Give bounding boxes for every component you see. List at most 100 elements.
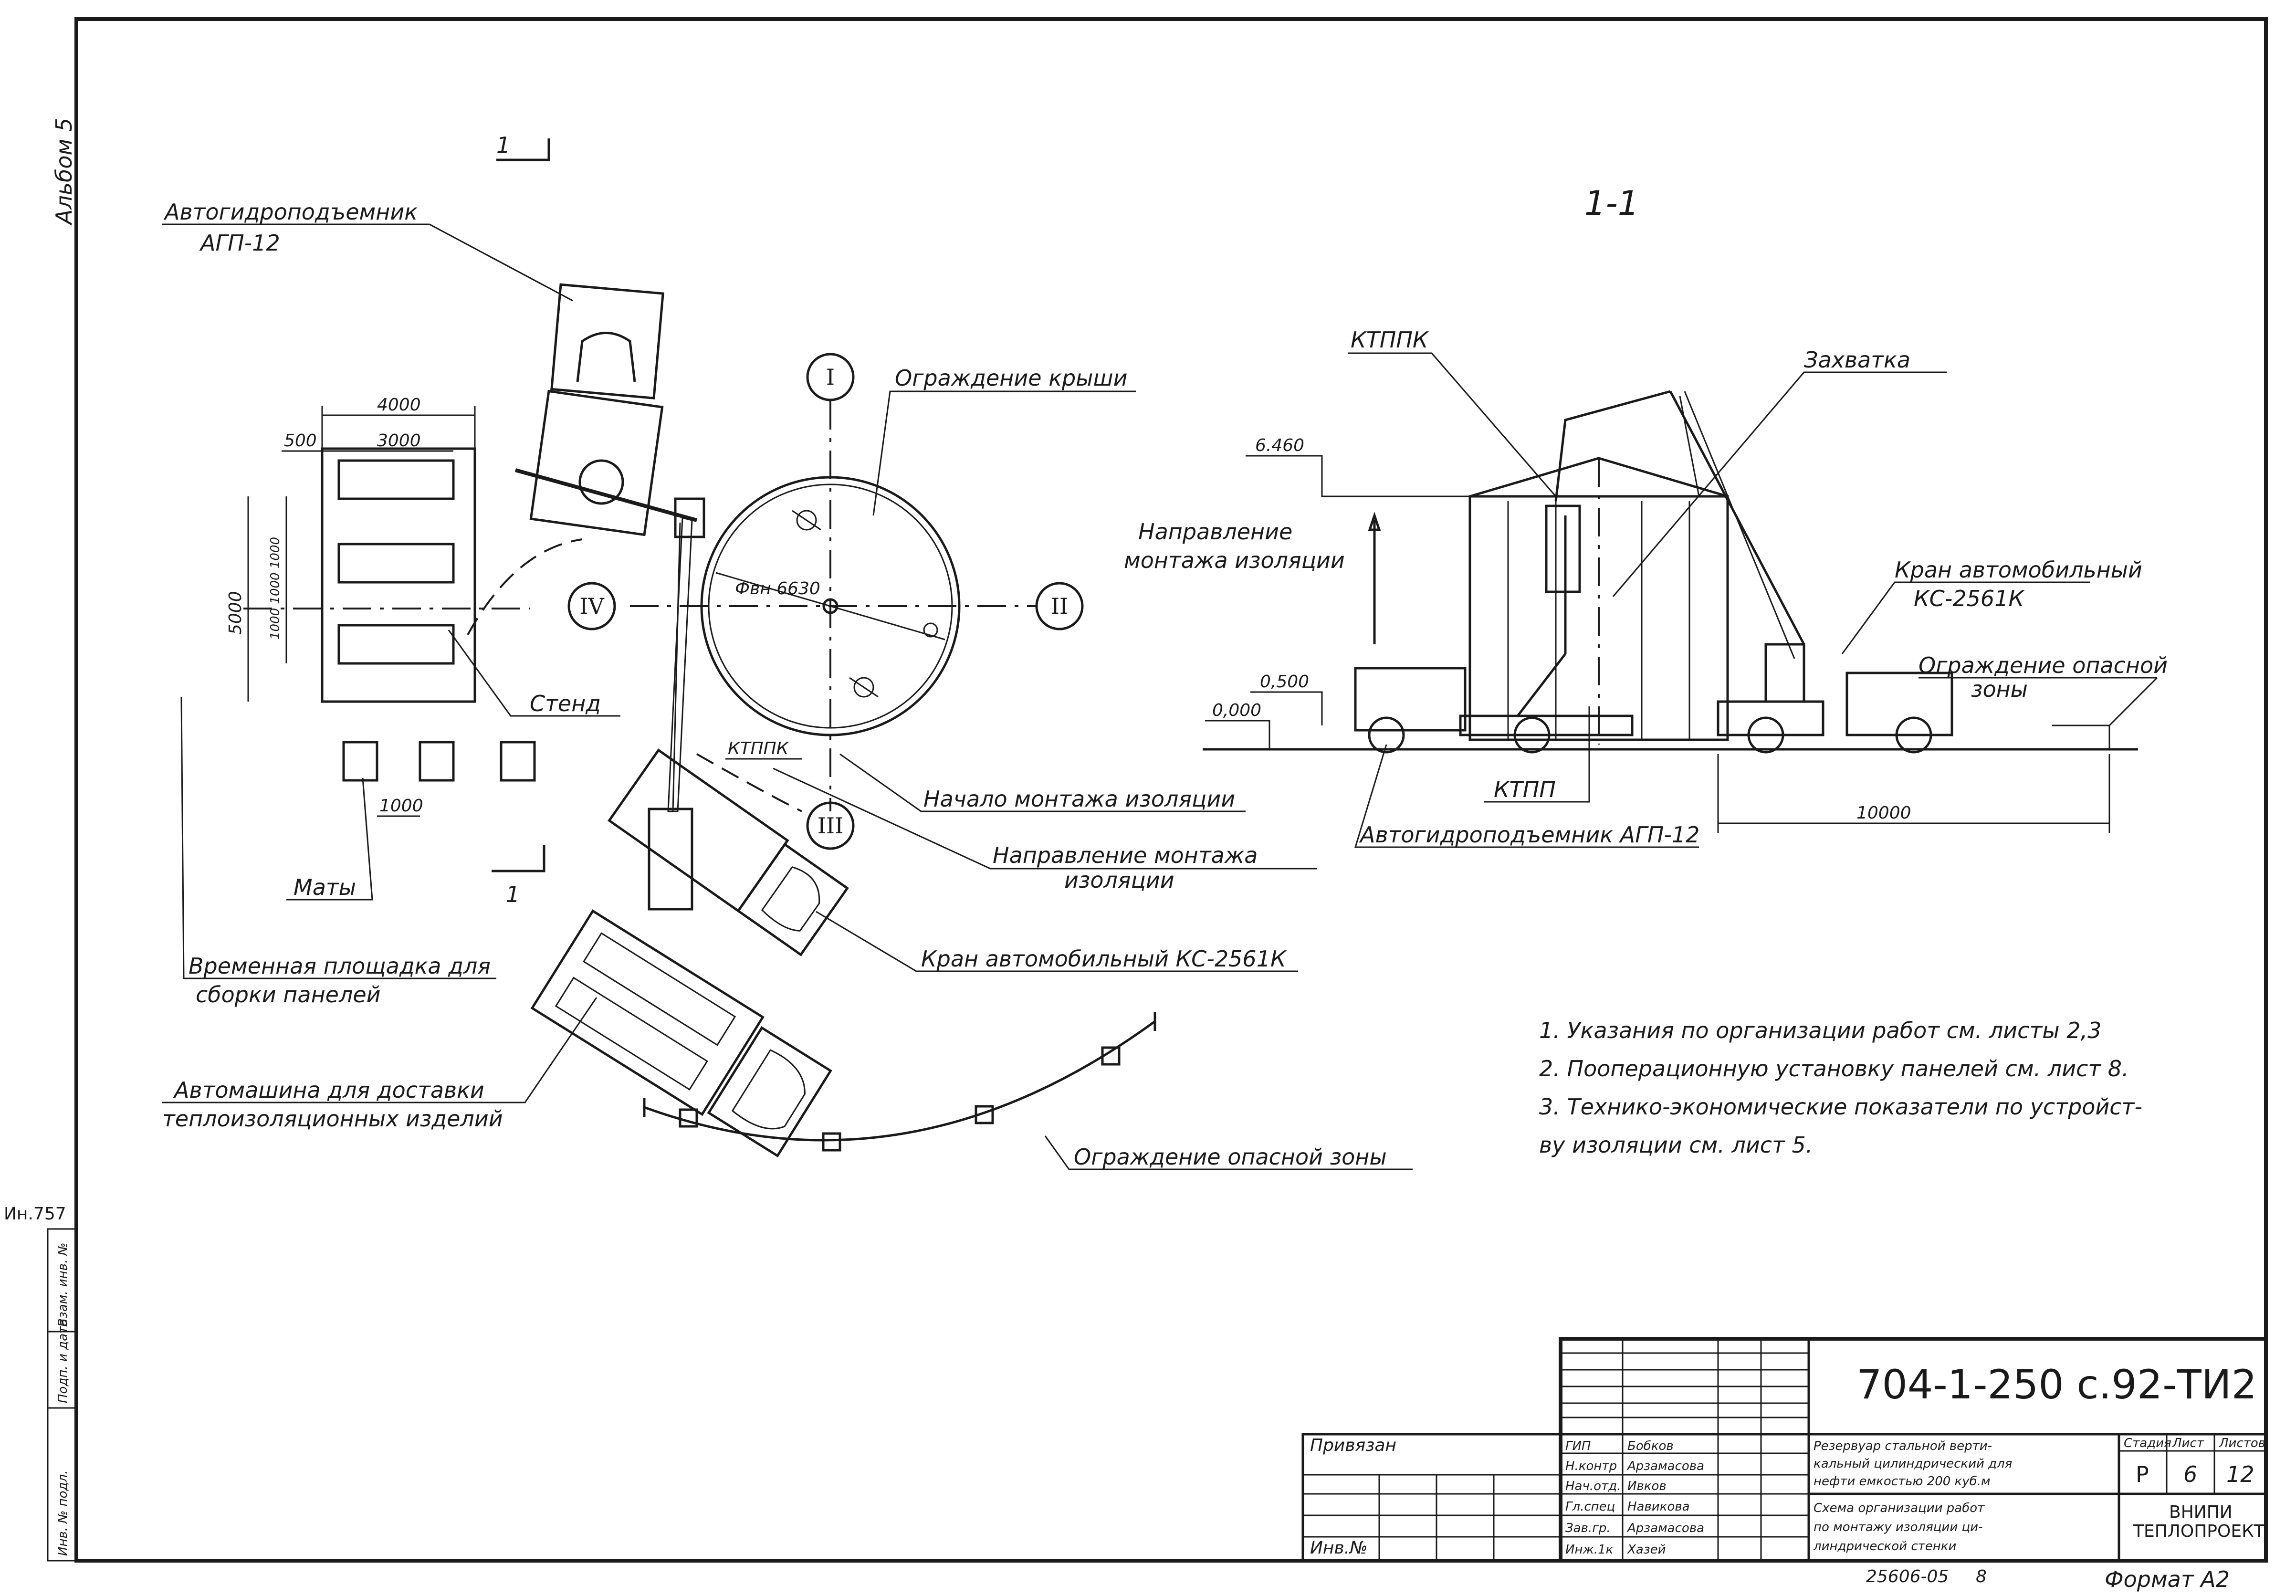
section-lift-label: Автогидроподъемник АГП-12 [1359, 822, 1699, 848]
role-2: Н.контр [1565, 1459, 1617, 1473]
assembly-stand: 4000 500 3000 5000 1000 1000 1000 [226, 395, 530, 703]
roof-fence-label: Ограждение крыши [895, 365, 1128, 391]
inv-label: Инв.№ [1310, 1538, 1368, 1558]
axis-iv: IV [579, 593, 604, 619]
lift-model: АГП-12 [199, 230, 280, 256]
section-crane-truck [1554, 390, 1953, 754]
grip-label: Захватка [1804, 347, 1910, 373]
temp-platform-label-1: Временная площадка для [189, 953, 491, 979]
name-2: Арзамасова [1626, 1459, 1704, 1473]
delivery-truck-label-2: теплоизоляционных изделий [162, 1106, 503, 1132]
start-insulation-label: Начало монтажа изоляции [923, 786, 1235, 812]
dim-500: 500 [284, 431, 317, 451]
object-line-3: нефти емкостью 200 куб.м [1814, 1474, 1991, 1489]
section-crane-label-1: Кран автомобильный [1895, 557, 2142, 583]
section-crane-label-2: КС-2561К [1914, 586, 2025, 611]
name-6: Хазей [1626, 1543, 1666, 1557]
crane-counterweight [648, 808, 693, 911]
sheets-value: 12 [2226, 1461, 2254, 1487]
tank-plan: Фвн 6630 [630, 401, 1036, 811]
section-view: 1-1 [1124, 184, 2168, 848]
danger-fence-label: Ограждение опасной зоны [1074, 1144, 1387, 1170]
plan-view: 1 1 Автогидроподъемник АГП-12 [162, 132, 1413, 1170]
side-stamp-cell-1: Взам. инв. № [56, 1242, 70, 1327]
section-mark-bottom: 1 [506, 882, 520, 907]
dim-rows: 1000 1000 1000 [268, 537, 283, 640]
bound-label: Привязан [1310, 1436, 1396, 1455]
name-3: Ивков [1627, 1479, 1667, 1493]
direction-label-2: изоляции [1064, 867, 1174, 893]
stage-header: Стадия [2124, 1436, 2171, 1450]
copy-number: 25606-05 [1866, 1567, 1949, 1586]
sheets-header: Листов [2219, 1436, 2265, 1450]
album-label: Альбом 5 [51, 118, 77, 226]
name-5: Арзамасова [1626, 1521, 1704, 1535]
crane-label: Кран автомобильный КС-2561К [921, 946, 1287, 972]
name-4: Навикова [1627, 1500, 1690, 1514]
org-line-1: ВНИПИ [2169, 1502, 2233, 1522]
axis-i: I [826, 364, 835, 390]
inventory-number: Ин.757 [4, 1204, 66, 1224]
elev-zero: 0,000 [1212, 701, 1261, 720]
object-line-2: кальный цилиндрический для [1814, 1457, 2012, 1471]
section-ktppk: КТППК [1351, 327, 1429, 353]
axis-iii: III [818, 813, 844, 839]
role-5: Зав.гр. [1565, 1521, 1611, 1535]
elev-top: 6.460 [1255, 436, 1304, 455]
danger-fence-plan [643, 1012, 1156, 1152]
notes: 1. Указания по организации работ см. лис… [1539, 1018, 2142, 1158]
sheet-title-line-3: линдрической стенки [1813, 1539, 1956, 1554]
delivery-truck-label-1: Автомашина для доставки [173, 1077, 484, 1103]
object-line-1: Резервуар стальной верти- [1814, 1439, 1992, 1453]
section-mark-top: 1 [496, 132, 510, 158]
role-4: Гл.спец [1565, 1500, 1615, 1514]
sheet-title-line-2: по монтажу изоляции ци- [1814, 1520, 1982, 1534]
lift-label: Автогидроподъемник [163, 199, 418, 225]
note-1: 1. Указания по организации работ см. лис… [1539, 1018, 2101, 1043]
sheet-header: Лист [2172, 1436, 2204, 1450]
role-1: ГИП [1565, 1439, 1591, 1453]
side-stamp-cell-3: Инв. № подл. [56, 1470, 70, 1556]
dim-height: 5000 [226, 591, 245, 635]
mats-label: Маты [294, 874, 356, 900]
mats: 1000 [342, 741, 536, 817]
note-2: 2. Пооперационную установку панелей см. … [1539, 1056, 2129, 1082]
section-danger-label-2: зоны [1971, 676, 2028, 702]
name-1: Бобков [1627, 1439, 1674, 1453]
lift-vehicle [514, 283, 705, 538]
role-3: Нач.отд. [1565, 1479, 1621, 1493]
direction-label-1: Направление монтажа [993, 842, 1258, 868]
crane-truck [608, 748, 849, 956]
dim-3000: 3000 [377, 431, 421, 451]
role-6: Инж.1к [1565, 1543, 1614, 1557]
sheet-title-line-1: Схема организации работ [1814, 1501, 1985, 1515]
title-block: Привязан Инв.№ ГИП Н.контр Нач.отд. Гл.с… [1301, 1337, 2268, 1592]
plan-ktppk: КТППК [728, 739, 789, 758]
section-ktpp: КТПП [1494, 777, 1556, 802]
section-direction-1: Направление [1138, 519, 1292, 545]
stage-value: Р [2136, 1461, 2149, 1487]
section-title: 1-1 [1584, 184, 1639, 223]
org-line-2: ТЕПЛОПРОЕКТ [2133, 1522, 2265, 1541]
axis-markers: I II III IV [567, 353, 1084, 850]
axis-ii: II [1051, 593, 1068, 619]
section-direction-2: монтажа изоляции [1124, 547, 1345, 573]
section-lift-truck [1354, 504, 1634, 754]
section-danger-label-1: Ограждение опасной [1919, 652, 2168, 678]
copy-sheet: 8 [1976, 1567, 1987, 1586]
span-dimension: 10000 [1856, 803, 1911, 823]
tank-diameter: Фвн 6630 [735, 579, 820, 598]
dim-overall: 4000 [377, 395, 421, 415]
format-label: Формат А2 [2105, 1566, 2230, 1592]
stand-label: Стенд [530, 691, 601, 716]
note-3: 3. Технико-экономические показатели по у… [1539, 1094, 2142, 1120]
sheet-value: 6 [2183, 1461, 2197, 1487]
side-stamp-cell-2: Подп. и дата [56, 1319, 70, 1403]
side-stamp: Ин.757 Взам. инв. № Подп. и дата Инв. № … [4, 1204, 77, 1562]
temp-platform-label-2: сборки панелей [196, 982, 381, 1008]
elev-mid: 0,500 [1260, 672, 1309, 692]
doc-code: 704-1-250 с.92-ТИ2 [1856, 1361, 2257, 1408]
sheet-frame [74, 17, 2268, 1563]
mats-spacing: 1000 [379, 796, 423, 816]
